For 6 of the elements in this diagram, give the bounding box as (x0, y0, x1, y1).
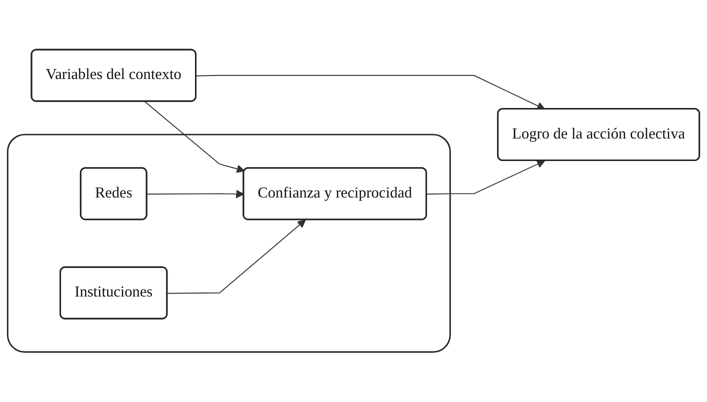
arrow (166, 220, 306, 294)
arrow (196, 75, 546, 110)
arrow (146, 190, 244, 198)
arrow (144, 101, 245, 174)
arrow (426, 160, 546, 195)
cluster (6, 134, 451, 353)
